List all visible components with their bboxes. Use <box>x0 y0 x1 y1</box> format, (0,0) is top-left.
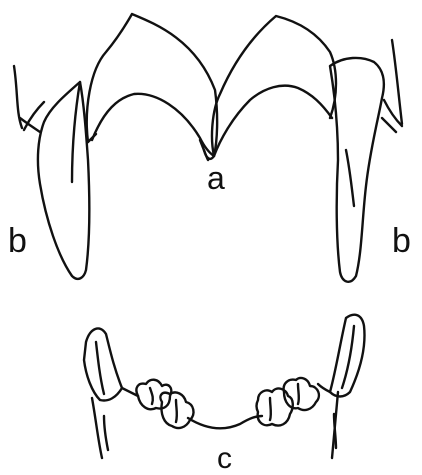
label-a: a <box>207 162 225 194</box>
label-b-left: b <box>8 224 27 258</box>
lower-jaw <box>84 315 364 458</box>
upper-incisors <box>87 14 336 160</box>
label-c: c <box>217 444 232 474</box>
label-b-right: b <box>392 224 411 258</box>
